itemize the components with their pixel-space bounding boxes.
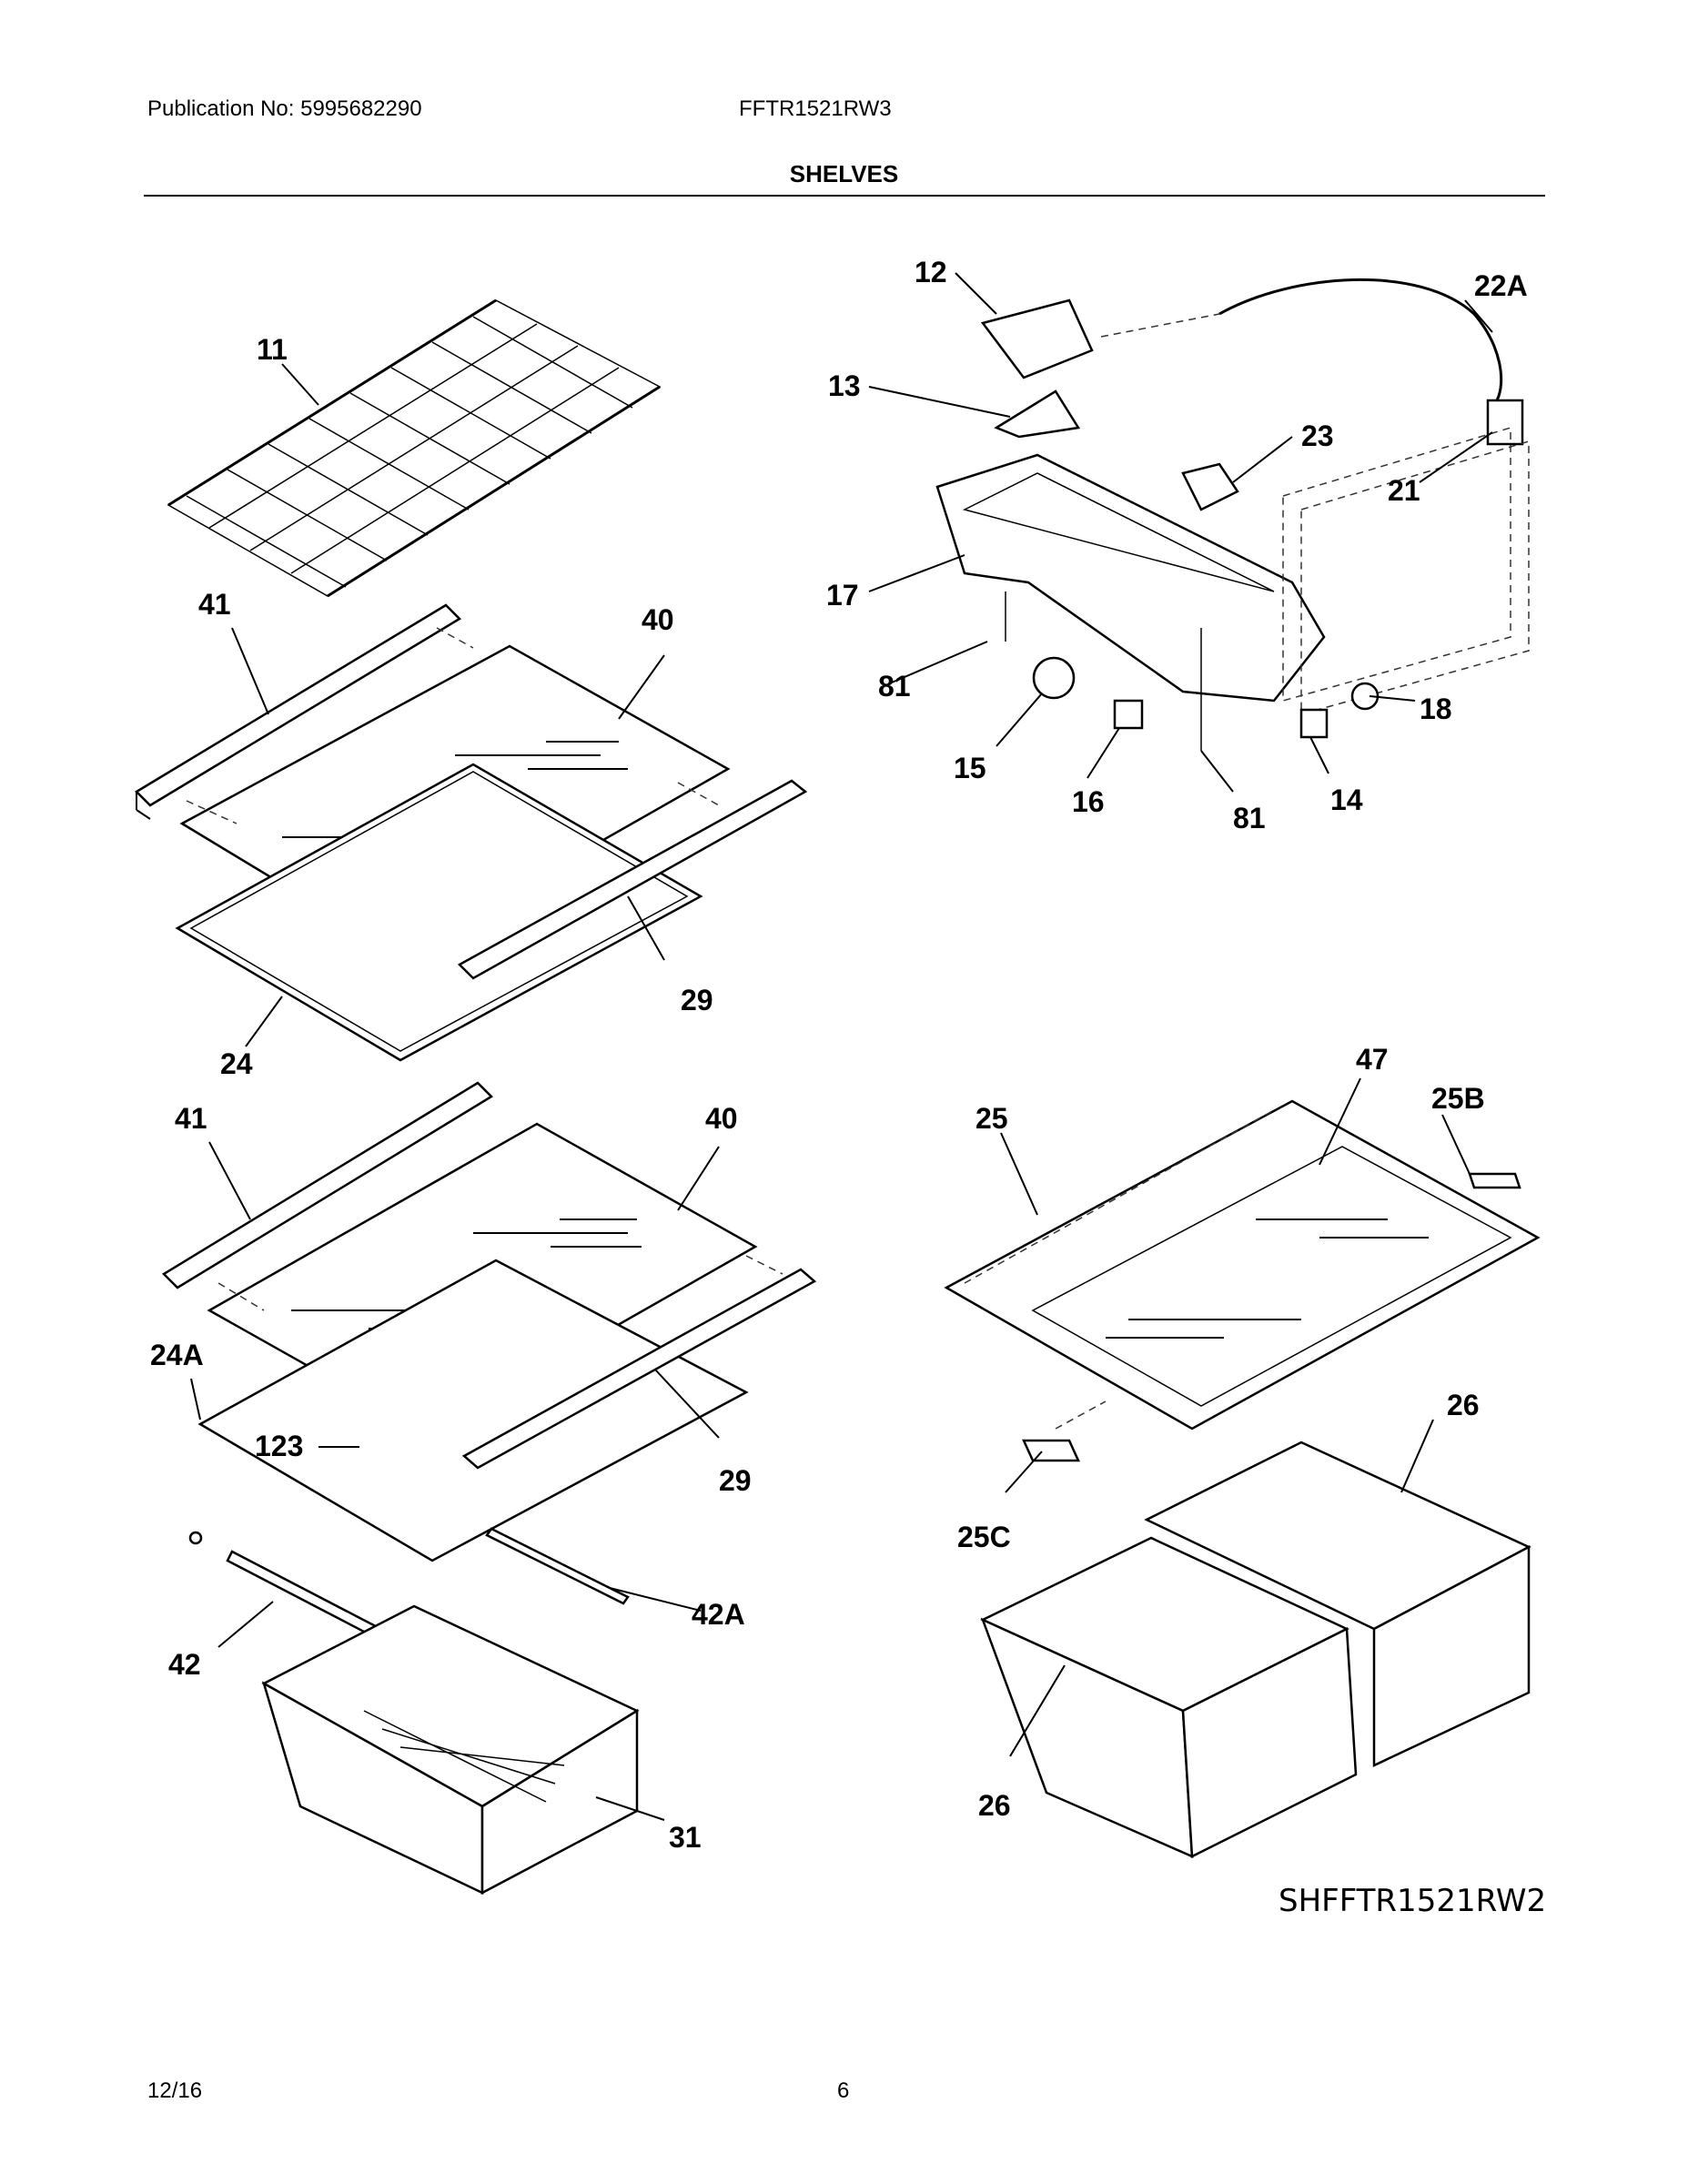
publication-number: Publication No: 5995682290 (147, 96, 422, 121)
callout-81: 81 (878, 670, 911, 703)
callout-29: 29 (719, 1464, 752, 1497)
model-number: FFTR1521RW3 (739, 96, 892, 121)
callout-47: 47 (1356, 1043, 1389, 1076)
section-title: SHELVES (789, 160, 899, 187)
callout-81: 81 (1233, 802, 1266, 834)
callout-25: 25 (975, 1102, 1008, 1135)
upper-glass-shelf-drawing (134, 603, 808, 1062)
callout-42: 42 (168, 1648, 201, 1681)
crisper-drawers-drawing (980, 1441, 1531, 1858)
callout-26: 26 (978, 1789, 1011, 1822)
footer-page-number: 6 (837, 2078, 850, 2103)
callout-21: 21 (1388, 474, 1420, 507)
callout-31: 31 (669, 1821, 702, 1854)
callout-13: 13 (828, 369, 861, 402)
callout-17: 17 (826, 579, 859, 612)
callout-12: 12 (915, 256, 947, 288)
callout-11: 11 (257, 333, 288, 366)
callout-40: 40 (705, 1102, 738, 1135)
callout-123: 123 (255, 1430, 303, 1462)
callout-42A: 42A (692, 1598, 745, 1631)
callout-15: 15 (954, 752, 986, 784)
callout-40: 40 (642, 603, 674, 636)
callout-25C: 25C (957, 1521, 1011, 1553)
callout-18: 18 (1420, 693, 1452, 725)
diagram-code: SHFFTR1521RW2 (1279, 1883, 1546, 1919)
crisper-pan-drawing (261, 1604, 640, 1896)
callout-labels: 11 41 40 29 24 41 40 24A 123 29 42A 42 3… (150, 256, 1528, 1854)
light-housing-drawing (935, 278, 1530, 751)
callout-14: 14 (1330, 784, 1363, 816)
callout-41: 41 (175, 1102, 207, 1135)
header-rule (144, 195, 1545, 197)
callout-41: 41 (198, 588, 231, 621)
callout-26: 26 (1447, 1389, 1480, 1421)
callout-24A: 24A (150, 1339, 204, 1371)
wire-shelf-drawing (167, 298, 662, 598)
callout-29: 29 (681, 984, 713, 1016)
callout-22A: 22A (1474, 269, 1528, 302)
callout-24: 24 (220, 1047, 253, 1080)
leader-lines (190, 272, 1493, 1821)
footer-date: 12/16 (147, 2078, 203, 2103)
snack-drawer-cover-drawing (944, 1099, 1541, 1462)
lower-glass-shelf-drawing (161, 1081, 817, 1681)
callout-16: 16 (1072, 785, 1105, 818)
callout-23: 23 (1301, 420, 1334, 452)
callout-25B: 25B (1431, 1082, 1485, 1115)
